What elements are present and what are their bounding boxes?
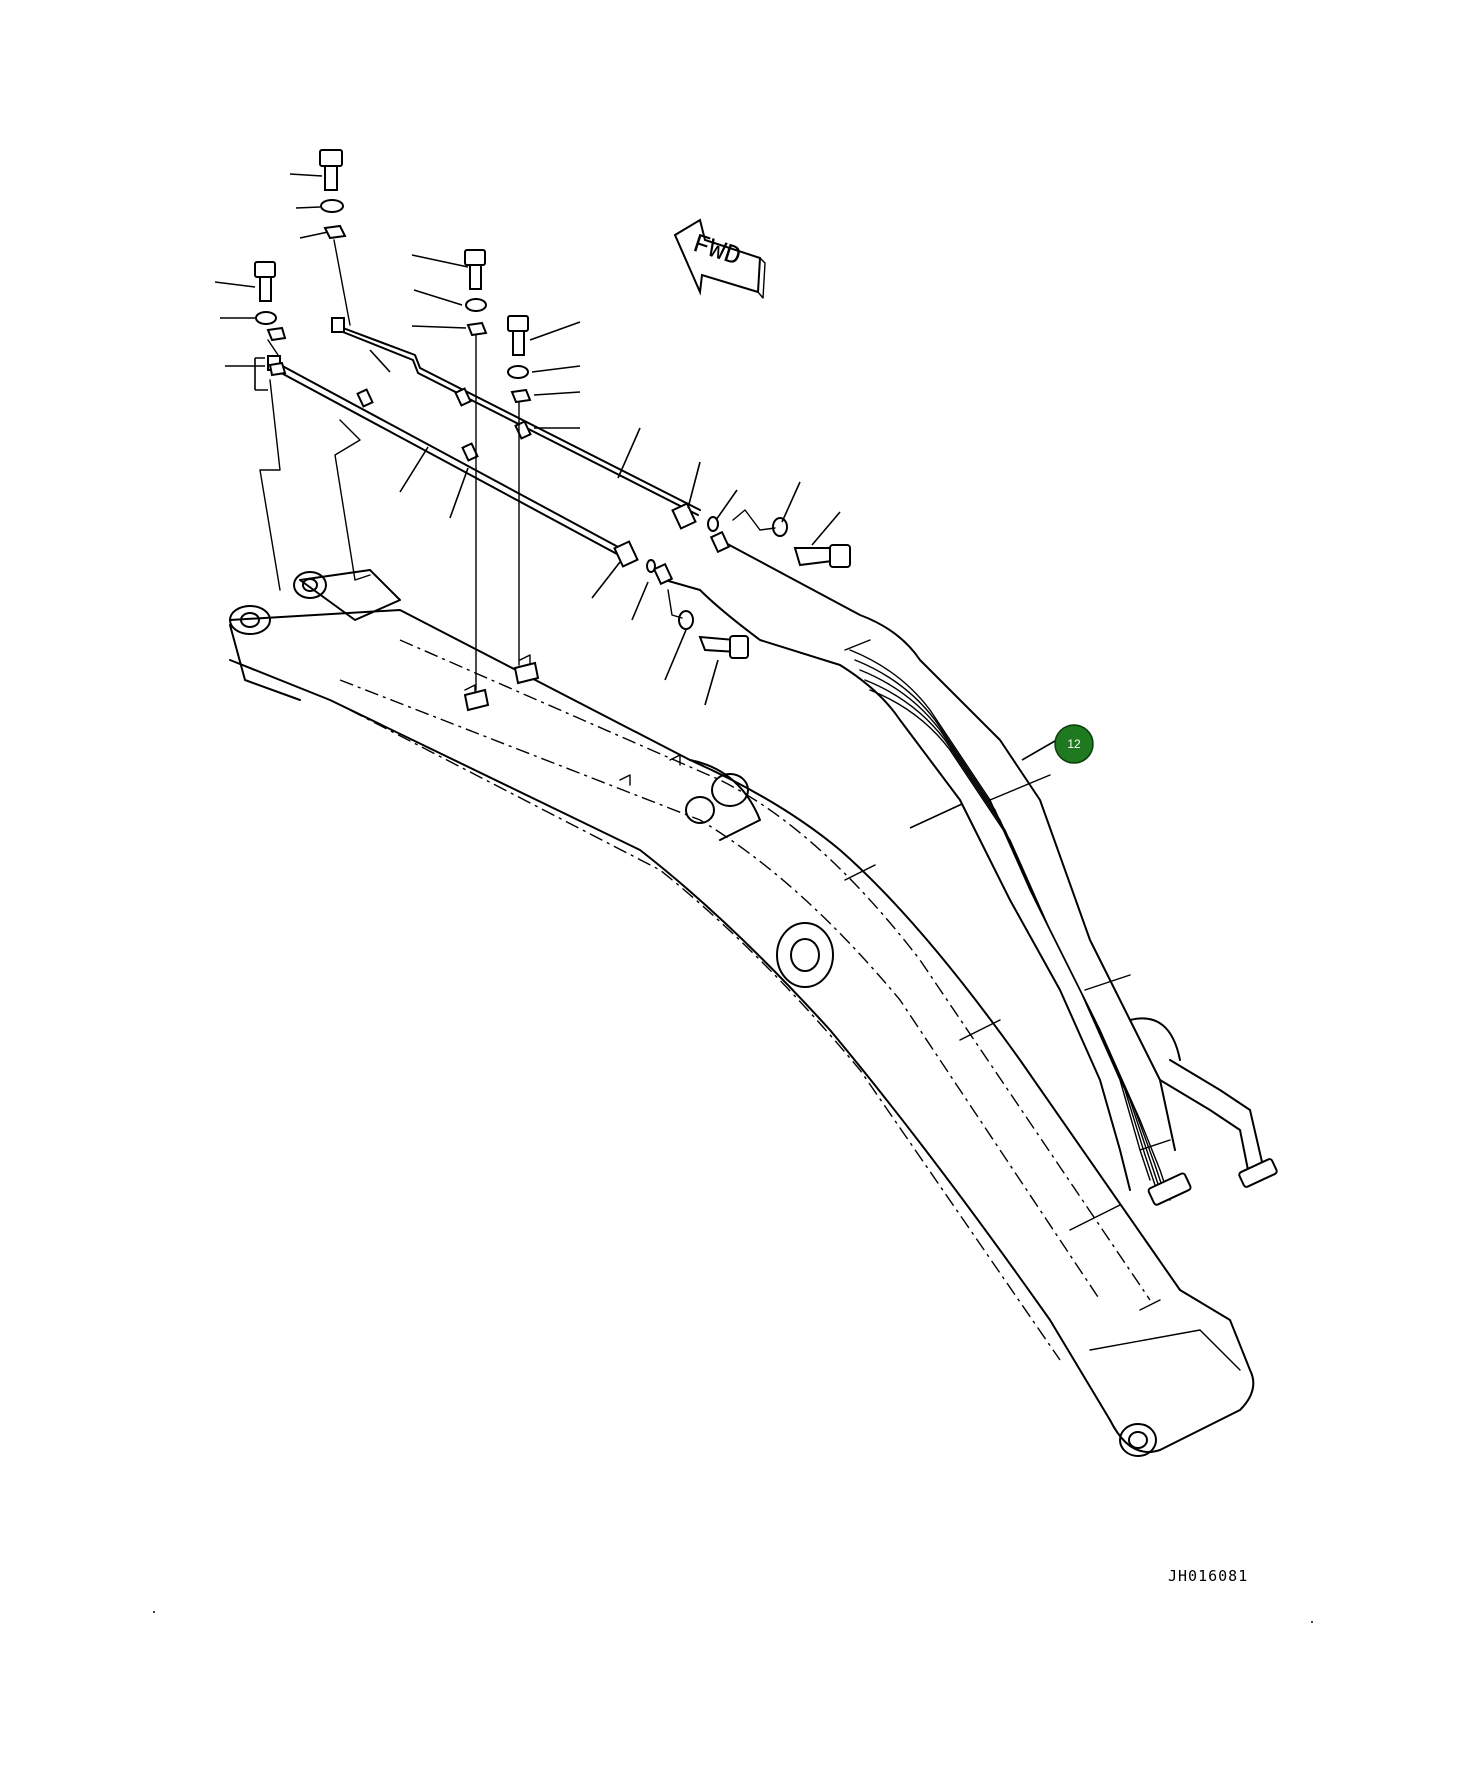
fwd-direction-arrow: FWD <box>673 218 766 299</box>
scan-dot-left <box>153 1611 155 1613</box>
boom-outline <box>229 569 1255 1457</box>
callout-12-badge[interactable] <box>1054 724 1094 764</box>
callout-12-number: 12 <box>1067 737 1081 751</box>
hydraulic-lines <box>267 317 1278 1206</box>
callout-12[interactable]: 12 <box>1054 724 1094 764</box>
bolt-hardware <box>254 149 851 712</box>
drawing-reference: JH016081 <box>1168 1567 1248 1585</box>
scan-dot-right <box>1311 1621 1313 1623</box>
leader-lines <box>214 173 1075 829</box>
